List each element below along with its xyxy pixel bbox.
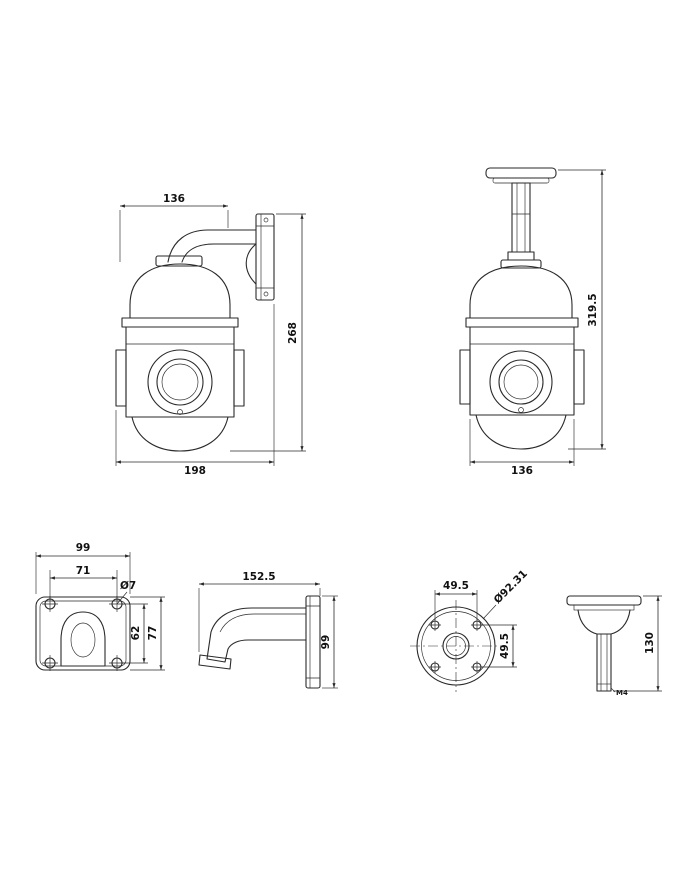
dome-band [465, 317, 579, 328]
arm-inner-contour [219, 613, 306, 633]
bracket-gusset [245, 243, 257, 285]
dim-bracket-length: 152.5 [242, 571, 275, 583]
dim-wall-height: 268 [287, 322, 299, 344]
lens-ring-mid [156, 358, 204, 406]
dim-plate-hole-dia: Ø7 [120, 580, 136, 592]
side-tab-left [115, 349, 127, 407]
dim-ceiling-height: 319.5 [587, 293, 599, 326]
lens-ring-inner [503, 364, 539, 400]
camera-body [469, 326, 575, 416]
wall-plate-screw-top [263, 217, 269, 223]
dome-cap [129, 263, 231, 319]
pedestal-cup-right [610, 609, 631, 635]
ceiling-plate-lip [492, 177, 550, 184]
dim-plate-hole-span: 71 [76, 565, 91, 577]
arm-end-flange [198, 654, 232, 670]
wall-plate [255, 213, 275, 301]
hole-crosshair [429, 661, 441, 673]
dim-pedestal-thread: M4 [616, 689, 628, 697]
camera-top-flange [155, 255, 203, 267]
bracket-arm-outline [206, 607, 307, 663]
pedestal-top-plate [566, 595, 642, 606]
plate-inner-outline [39, 600, 127, 667]
round-base-view: 49.5 Ø92.31 49.5 [410, 568, 530, 692]
arch-inner-boss [70, 622, 96, 658]
leader-line [610, 687, 616, 693]
pedestal-stem [596, 633, 612, 692]
ceiling-plate [485, 167, 557, 179]
ceiling-stem [511, 182, 531, 253]
camera-body [125, 326, 235, 418]
stem-inner-line [600, 634, 608, 691]
lens-ring-outer [147, 349, 213, 415]
dim-bracket-height: 99 [320, 635, 332, 650]
dim-plate-hole-vspan: 62 [130, 626, 142, 641]
wall-mount-camera-view: 136 268 198 [115, 193, 306, 477]
dim-plate-height: 77 [147, 626, 159, 641]
lens-indicator-dot [518, 407, 524, 413]
leader-line [116, 591, 128, 605]
dome-cap [469, 265, 573, 319]
hole-crosshair [429, 619, 441, 631]
dome-top-flange [500, 259, 542, 269]
hole-crosshair [42, 655, 58, 671]
dim-pedestal-height: 130 [644, 632, 656, 654]
dim-wall-bottom-width: 198 [184, 465, 206, 477]
base-plate-view: 99 71 Ø7 62 77 [35, 542, 165, 671]
pedestal-view: M4 130 [566, 595, 662, 697]
leader-line [482, 604, 497, 620]
dim-wall-top-width: 136 [163, 193, 185, 205]
stem-collar [507, 251, 535, 261]
bracket-arm-bottom-edge [181, 243, 257, 263]
lens-ring-mid [498, 359, 544, 405]
side-tab-right [233, 349, 245, 407]
lens-indicator-dot [177, 409, 183, 415]
dim-plate-width: 99 [76, 542, 91, 554]
pedestal-plate-lip [573, 604, 635, 611]
pedestal-cup-left [577, 609, 598, 635]
bottom-dome [475, 414, 567, 450]
bracket-arm-top-edge [167, 229, 257, 263]
dim-base-hole-span-h: 49.5 [443, 580, 469, 592]
dim-ceiling-width: 136 [511, 465, 533, 477]
ceiling-mount-camera-view: 319.5 136 [459, 167, 606, 477]
dim-base-outer-dia: Ø92.31 [492, 568, 530, 606]
side-tab-left [459, 349, 471, 405]
bottom-dome [131, 416, 229, 452]
plate-outline [35, 596, 131, 671]
wall-plate-screw-bottom [263, 291, 269, 297]
lens-ring-inner [161, 363, 199, 401]
arch-cutout [60, 611, 106, 667]
side-tab-right [573, 349, 585, 405]
bracket-plate-tick [306, 605, 320, 679]
bracket-side-view: 152.5 99 [198, 571, 338, 689]
bracket-plate [305, 595, 321, 689]
dome-band [121, 317, 239, 328]
dim-base-hole-span-v: 49.5 [499, 633, 511, 659]
lens-ring-outer [489, 350, 553, 414]
